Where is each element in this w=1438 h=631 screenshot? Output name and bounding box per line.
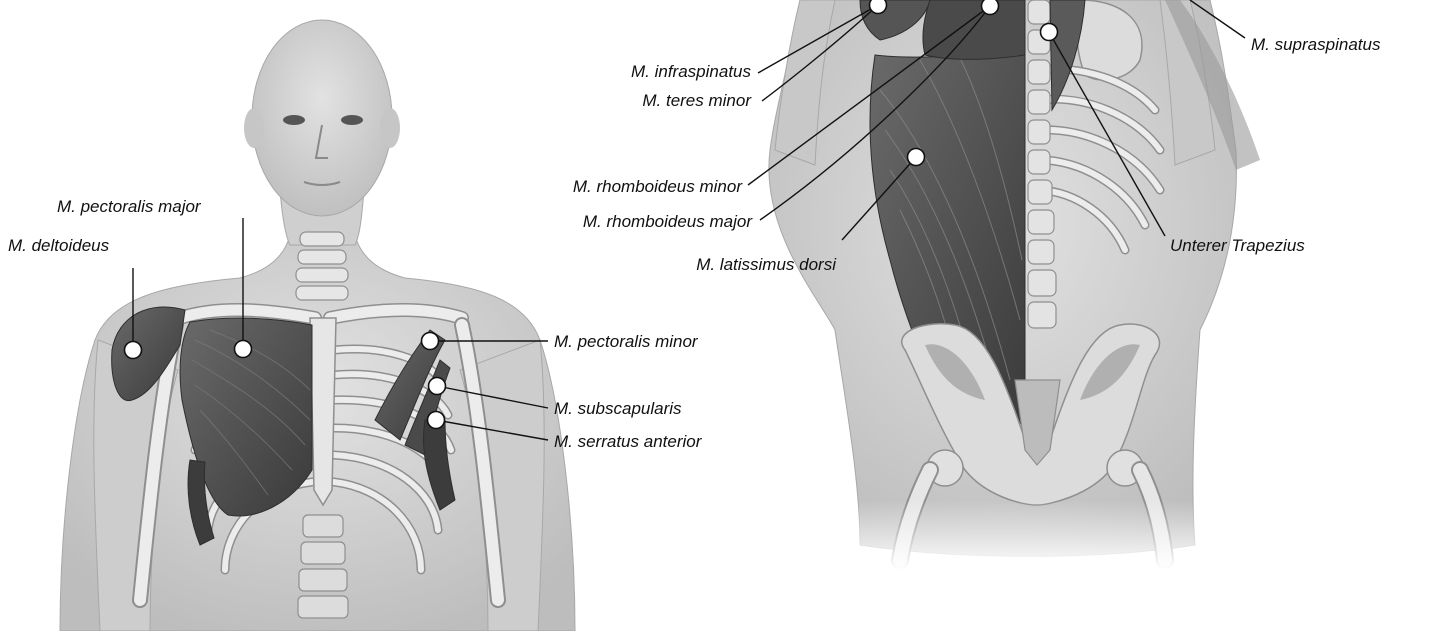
marker-rhomboideus [982,0,999,15]
label-unterer-trapezius: Unterer Trapezius [1170,236,1305,255]
back-fade [830,500,1230,570]
front-figure [60,20,575,631]
back-figure [769,0,1260,570]
label-supraspinatus: M. supraspinatus [1251,35,1381,54]
marker-pectoralis-major [235,341,252,358]
label-latissimus-dorsi: M. latissimus dorsi [696,255,837,274]
label-rhomboideus-major: M. rhomboideus major [583,212,753,231]
marker-latissimus-dorsi [908,149,925,166]
front-eye-left [283,115,305,125]
label-deltoideus: M. deltoideus [8,236,110,255]
marker-infraspinatus [870,0,887,14]
label-serratus-anterior: M. serratus anterior [554,432,703,451]
label-teres-minor: M. teres minor [642,91,752,110]
front-head [252,20,392,216]
front-ear-left [244,108,264,148]
front-eye-right [341,115,363,125]
front-sternum [310,318,336,505]
label-pectoralis-major: M. pectoralis major [57,197,202,216]
marker-pectoralis-minor [422,333,439,350]
label-subscapularis: M. subscapularis [554,399,682,418]
marker-serratus-anterior [428,412,445,429]
label-pectoralis-minor: M. pectoralis minor [554,332,699,351]
label-infraspinatus: M. infraspinatus [631,62,751,81]
marker-trapezius [1041,24,1058,41]
back-muscle-rhomboideus [923,0,1025,60]
marker-subscapularis [429,378,446,395]
label-rhomboideus-minor: M. rhomboideus minor [573,177,743,196]
marker-deltoideus [125,342,142,359]
front-ear-right [380,108,400,148]
